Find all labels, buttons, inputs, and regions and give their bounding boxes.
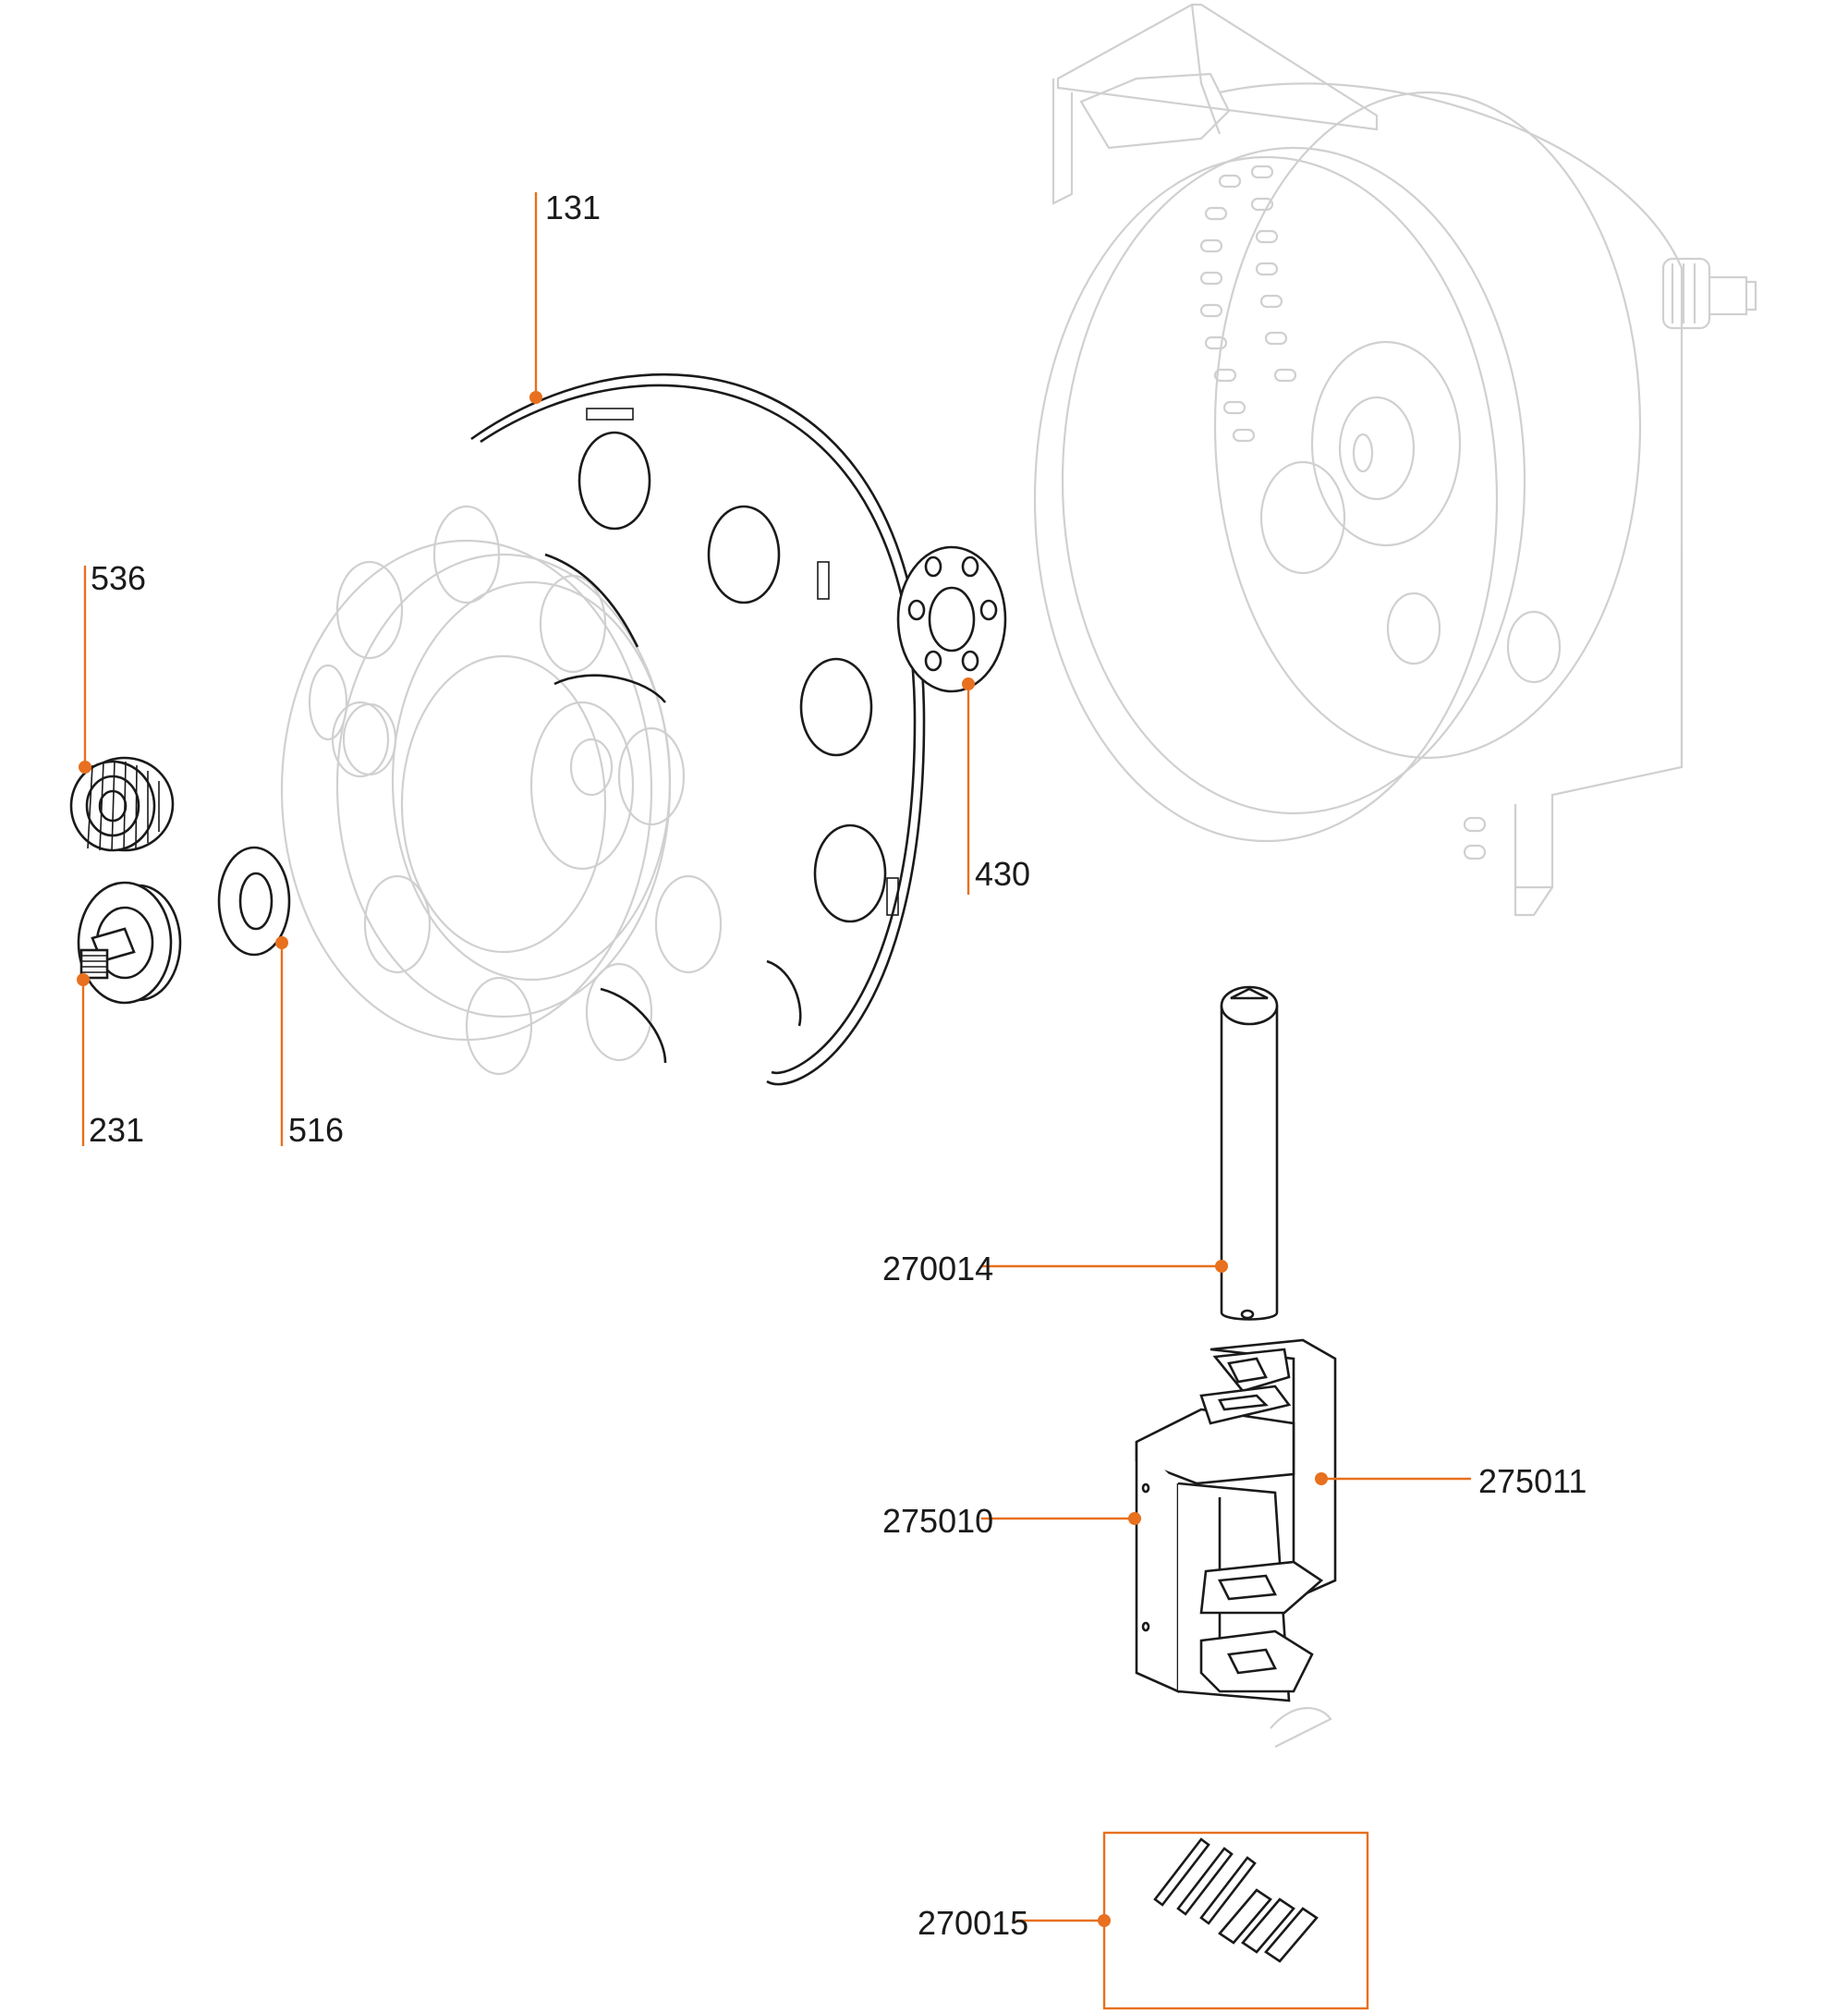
hose-connector-231	[77, 881, 182, 1005]
callout-231: 231	[89, 1111, 144, 1149]
washer-430	[896, 545, 1007, 693]
callout-275010: 275010	[882, 1502, 993, 1540]
reel-housing-ghost	[1033, 3, 1757, 917]
reel-drum-131	[280, 372, 926, 1086]
leader-lines	[77, 192, 1471, 1927]
screws-and-plugs-270015	[1102, 1831, 1369, 2010]
washer-516	[217, 846, 291, 957]
callout-131: 131	[545, 189, 601, 226]
callout-516: 516	[288, 1111, 344, 1149]
callout-536: 536	[91, 559, 146, 597]
callout-labels: 131 536 430 231 516 270014 275010 275011…	[89, 189, 1587, 1942]
wall-bracket	[1135, 1338, 1337, 1748]
knurled-nut-536	[69, 756, 175, 852]
callout-275011: 275011	[1478, 1462, 1587, 1500]
callout-430: 430	[975, 855, 1030, 893]
wall-pin-270014	[1220, 985, 1279, 1321]
callout-270014: 270014	[882, 1250, 993, 1287]
callout-270015: 270015	[918, 1904, 1028, 1942]
